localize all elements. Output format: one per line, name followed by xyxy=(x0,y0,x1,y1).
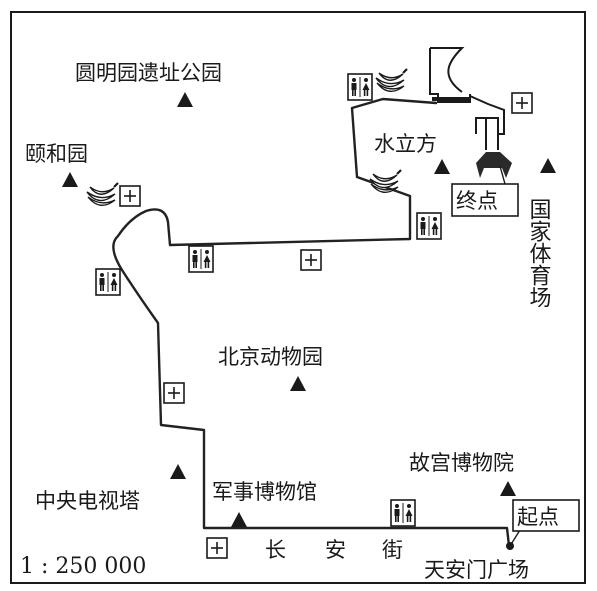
label-national-stadium: 国家体育场 xyxy=(526,198,552,308)
end-connector xyxy=(499,165,506,185)
first-aid-icon xyxy=(163,382,185,404)
map-frame xyxy=(10,11,586,584)
restroom-icon xyxy=(390,499,416,527)
scale-label: 1 : 250 000 xyxy=(20,554,146,579)
first-aid-icon xyxy=(206,537,228,559)
label-shuilifang: 水立方 xyxy=(374,132,437,156)
start-label: 起点 xyxy=(517,505,559,529)
start-label-box xyxy=(512,499,580,532)
label-tiananmen-square: 天安门广场 xyxy=(424,558,529,582)
first-aid-icon xyxy=(119,185,141,207)
start-connector xyxy=(509,529,521,547)
finish-structure xyxy=(476,152,512,178)
restroom-icon xyxy=(95,268,121,296)
street-char-3: 街 xyxy=(382,538,403,562)
end-label: 终点 xyxy=(456,189,498,213)
street-char-1: 长 xyxy=(265,538,286,562)
stadium-wall xyxy=(432,97,470,101)
first-aid-icon xyxy=(511,92,533,114)
restroom-icon xyxy=(416,212,442,240)
marathon-route xyxy=(112,97,511,548)
restroom-icon xyxy=(188,245,214,273)
label-beijing-zoo: 北京动物园 xyxy=(218,345,323,369)
label-military-museum: 军事博物馆 xyxy=(212,480,317,504)
restroom-icon xyxy=(347,73,373,101)
end-label-box xyxy=(451,183,519,217)
label-yiheyuan: 颐和园 xyxy=(25,142,88,166)
label-cctv-tower: 中央电视塔 xyxy=(35,489,140,513)
label-yuanmingyuan: 圆明园遗址公园 xyxy=(75,61,222,85)
first-aid-icon xyxy=(300,249,322,271)
street-char-2: 安 xyxy=(325,538,346,562)
label-palace-museum: 故宫博物院 xyxy=(409,451,514,475)
